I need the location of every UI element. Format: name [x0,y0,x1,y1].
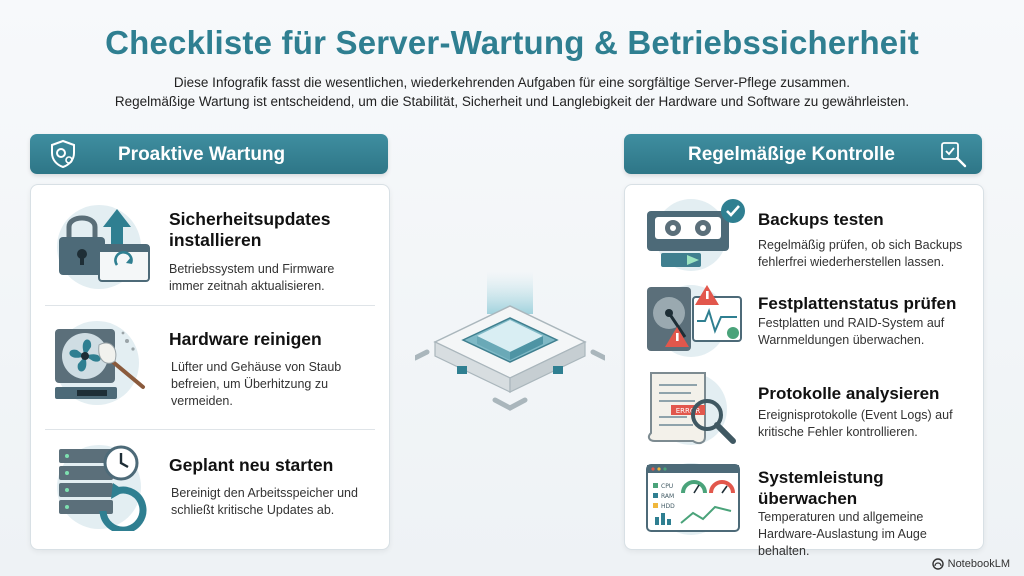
dashboard-monitor-icon: CPU RAM HDD [646,463,740,535]
proactive-maintenance-header: Proaktive Wartung [30,134,388,174]
server-restart-icon [57,445,147,531]
error-badge: ERROR [676,407,701,415]
intro-line-2: Regelmäßige Wartung ist entscheidend, um… [114,94,910,109]
hdd-label: HDD [661,503,675,510]
shield-gear-icon [51,139,75,169]
analyze-logs-desc: Ereignisprotokolle (Event Logs) auf krit… [758,408,953,439]
list-item-analyze-logs: ERROR Protokolle analysieren Ereignispro… [625,369,983,457]
fan-duster-icon [55,321,145,405]
list-item-scheduled-restart: Geplant neu starten Bereinigt den Arbeit… [31,441,389,541]
test-backups-title: Backups testen [758,210,884,229]
regular-check-panel: Backups testen Regelmäßig prüfen, ob sic… [624,184,984,558]
notebooklm-logo-icon [931,558,944,570]
clean-hardware-title: Hardware reinigen [169,329,322,349]
server-chip-illustration [415,272,605,411]
list-item-disk-status: Festplattenstatus prüfen Festplatten und… [625,281,983,365]
brand-watermark: NotebookLM [931,558,1010,570]
intro-text: Diese Infografik fasst die wesentlichen,… [40,73,984,111]
regular-check-title: Regelmäßige Kontrolle [688,144,895,165]
disk-status-title: Festplattenstatus prüfen [758,294,957,313]
backup-tape-icon [647,199,745,271]
analyze-logs-title: Protokolle analysieren [758,384,940,403]
log-magnifier-icon: ERROR [647,372,736,445]
security-updates-title: Sicherheitsupdates installieren [169,209,331,250]
divider [45,305,375,306]
brand-name: NotebookLM [947,558,1010,570]
disk-status-desc: Festplatten und RAID-System auf Warnmeld… [758,316,945,347]
monitor-performance-title: Systemleistung überwachen [758,468,884,508]
list-item-clean-hardware: Hardware reinigen Lüfter und Gehäuse von… [31,317,389,417]
list-item-monitor-performance: CPU RAM HDD Systemleistung überwachen Te… [625,459,983,558]
page-title: Checkliste für Server-Wartung & Betriebs… [105,24,919,61]
test-backups-desc: Regelmäßig prüfen, ob sich Backups fehle… [758,238,963,269]
regular-check-header: Regelmäßige Kontrolle [624,134,982,174]
intro-line-1: Diese Infografik fasst die wesentlichen,… [173,75,851,90]
divider [45,429,375,430]
proactive-maintenance-title: Proaktive Wartung [118,144,286,165]
list-item-test-backups: Backups testen Regelmäßig prüfen, ob sic… [625,195,983,275]
ram-label: RAM [661,493,674,500]
security-updates-desc: Betriebssystem und Firmware immer zeitna… [169,262,335,293]
cpu-label: CPU [661,483,673,490]
monitor-performance-desc: Temperaturen und allgemeine Hardware-Aus… [758,510,927,558]
scheduled-restart-desc: Bereinigt den Arbeitsspeicher und schlie… [171,486,358,517]
padlock-update-icon [57,205,150,289]
magnifier-check-icon [941,142,967,168]
clean-hardware-desc: Lüfter und Gehäuse von Staub befreien, u… [171,360,342,408]
harddisk-warning-icon [647,285,742,357]
list-item-security-updates: Sicherheitsupdates installieren Betriebs… [31,199,389,299]
proactive-maintenance-panel: Sicherheitsupdates installieren Betriebs… [30,184,390,550]
scheduled-restart-title: Geplant neu starten [169,455,334,475]
